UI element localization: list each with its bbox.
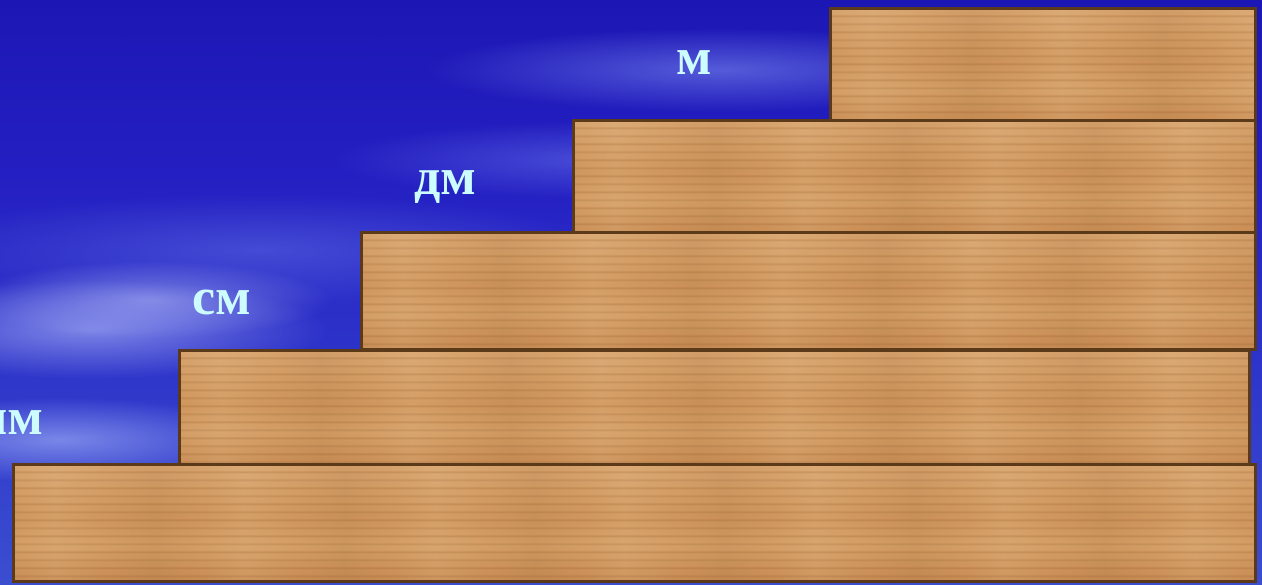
stair-plank-1: [829, 7, 1257, 127]
stair-plank-5: [12, 463, 1257, 583]
unit-label-meter: м: [676, 32, 711, 84]
stair-plank-4: [178, 349, 1251, 470]
stair-plank-2: [572, 119, 1257, 239]
unit-label-centimeter: см: [192, 272, 251, 324]
stair-plank-3: [360, 231, 1257, 351]
unit-label-decimeter: дм: [414, 152, 476, 204]
unit-label-millimeter: мм: [0, 392, 43, 444]
